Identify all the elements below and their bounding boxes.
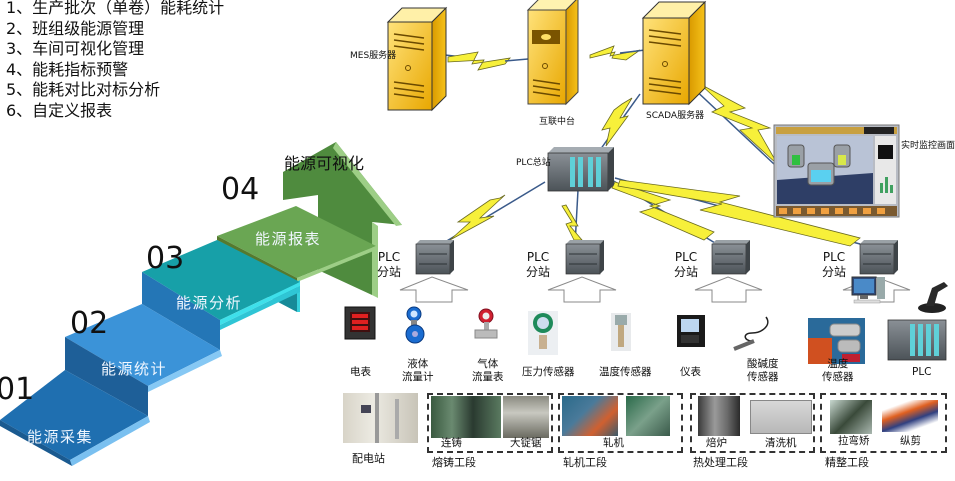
washer-label: 清洗机 <box>765 437 797 449</box>
continuous-casting-label: 连铸 <box>441 437 462 449</box>
power-station-label: 配电站 <box>352 452 385 465</box>
feature-list: 1、生产批次（单卷）能耗统计 2、班组级能源管理 3、车间可视化管理 4、能耗指… <box>6 0 224 121</box>
device-label-plc: PLC <box>912 366 932 378</box>
up-arrow-1 <box>399 276 469 303</box>
link-plc-sub4 <box>614 177 861 247</box>
step-4-label: 能源报表 <box>255 230 322 248</box>
realtime-monitor-screen <box>773 124 900 218</box>
plc-sub-icon-4 <box>859 240 898 275</box>
instrument-icon <box>677 315 705 347</box>
heat-treatment-section-box <box>690 393 815 453</box>
step-3-label: 能源分析 <box>176 294 243 312</box>
rolling-mill-photo-1 <box>562 396 618 436</box>
feature-item: 1、生产批次（单卷）能耗统计 <box>6 0 225 17</box>
energy-staircase <box>0 142 402 466</box>
link-plc-sub2 <box>561 189 583 246</box>
slitter-label: 纵剪 <box>900 435 921 447</box>
computer-icon <box>851 276 885 304</box>
mes-server-icon <box>386 6 448 112</box>
rolling-section-box <box>558 393 683 453</box>
link-scada-monitor <box>689 83 779 166</box>
link-mes-middle <box>444 51 529 71</box>
power-station-photo <box>343 393 418 443</box>
liquid-flowmeter-icon <box>405 306 425 344</box>
washer-photo <box>750 400 812 434</box>
step-1 <box>0 370 150 466</box>
up-arrow-2 <box>547 276 617 303</box>
casting-section-title: 熔铸工段 <box>432 456 476 469</box>
plc-sub-icon-3 <box>711 240 750 275</box>
link-middle-scada <box>589 45 646 61</box>
temperature-sensor-2-icon <box>808 318 865 364</box>
rolling-mill-label: 轧机 <box>603 437 624 449</box>
slitter-photo <box>882 400 938 432</box>
scada-server-label: SCADA服务器 <box>646 111 705 121</box>
feature-item: 4、能耗指标预警 <box>6 59 129 79</box>
middle-platform-label: 互联中台 <box>539 117 576 127</box>
step-2-label: 能源统计 <box>101 360 168 378</box>
rolling-mill-photo-2 <box>626 396 670 436</box>
rolling-section-title: 轧机工段 <box>563 456 607 469</box>
finishing-section-box <box>820 393 947 453</box>
ph-sensor-icon <box>733 316 769 351</box>
device-label-temperature-sensor: 温度传感器 <box>599 366 652 378</box>
plc-device-icon <box>887 319 947 361</box>
plc-master-label: PLC总站 <box>516 158 551 168</box>
step-1-number: 01 <box>0 372 35 407</box>
step-1-label: 能源采集 <box>27 428 94 446</box>
link-plc-sub1 <box>439 181 546 246</box>
device-label-ph-sensor: 酸碱度传感器 <box>747 358 779 383</box>
pressure-sensor-icon <box>528 311 558 355</box>
step-3-number: 03 <box>146 241 185 276</box>
temperature-sensor-icon <box>611 313 631 351</box>
step-3 <box>142 240 300 350</box>
ingot-saw-label: 大锭锯 <box>510 437 542 449</box>
ingot-saw-photo <box>503 396 549 438</box>
plc-master-icon <box>547 147 614 192</box>
feature-item: 6、自定义报表 <box>6 100 113 120</box>
realtime-monitor-label: 实时监控画面 <box>901 141 955 151</box>
finishing-section-title: 精整工段 <box>825 456 869 469</box>
link-plc-sub3 <box>611 179 716 244</box>
device-label-instrument: 仪表 <box>680 366 701 378</box>
link-scada-plc <box>599 93 641 151</box>
barcode-scanner-icon <box>918 282 948 313</box>
plc-sub-icon-1 <box>415 240 454 275</box>
scada-server-icon <box>641 0 707 106</box>
middle-server-icon <box>526 0 579 106</box>
step-2 <box>65 304 222 416</box>
continuous-casting-photo <box>431 396 501 438</box>
step-4-number: 04 <box>221 172 260 207</box>
electric-meter-icon <box>344 306 376 340</box>
straightener-photo <box>830 400 872 434</box>
gas-flowmeter-icon <box>474 308 498 339</box>
heat-treatment-section-title: 热处理工段 <box>693 456 748 469</box>
feature-item: 2、班组级能源管理 <box>6 18 145 38</box>
mes-server-label: MES服务器 <box>350 51 397 61</box>
visualization-arrow <box>283 142 402 298</box>
up-arrow-3 <box>694 276 763 303</box>
furnace-photo <box>698 396 740 436</box>
device-label-gas-flowmeter: 气体流量表 <box>472 358 504 383</box>
feature-item: 5、能耗对比对标分析 <box>6 80 161 99</box>
step-2-number: 02 <box>70 306 109 341</box>
visualization-arrow-label: 能源可视化 <box>284 154 365 173</box>
furnace-label: 焙炉 <box>706 437 727 449</box>
device-label-electric-meter: 电表 <box>350 366 371 378</box>
device-label-liquid-flowmeter: 液体流量计 <box>402 358 434 383</box>
casting-section-box <box>427 393 553 453</box>
device-label-temperature-sensor-2: 温度传感器 <box>822 358 854 383</box>
feature-item: 3、车间可视化管理 <box>6 39 145 58</box>
straightener-label: 拉弯矫 <box>838 435 870 447</box>
device-label-pressure-sensor: 压力传感器 <box>522 366 575 378</box>
plc-sub-icon-2 <box>565 240 604 275</box>
